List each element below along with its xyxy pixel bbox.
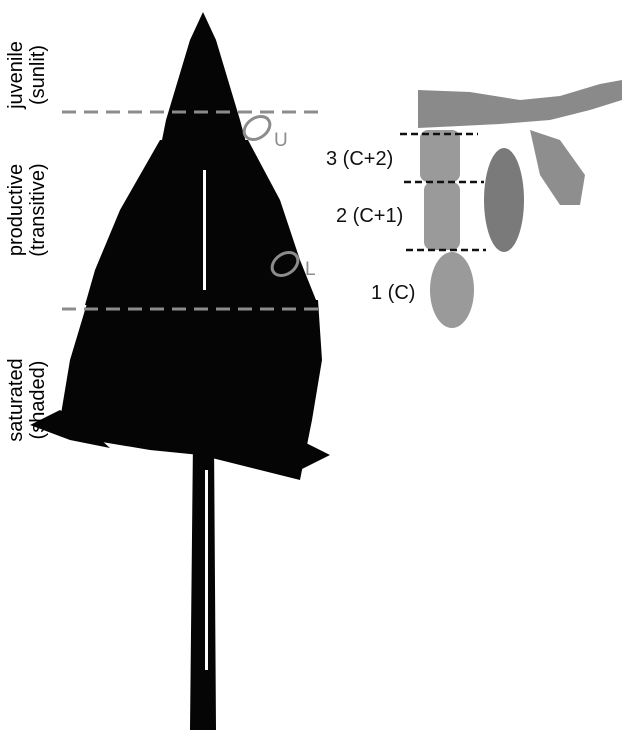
segment-label-2: 2 (C+1)	[336, 205, 403, 228]
zone-label-saturated: saturated (shaded)	[5, 345, 55, 455]
zone-label-juvenile: juvenile (sunlit)	[5, 30, 55, 120]
marker-label-u: U	[274, 130, 288, 152]
segment-label-3: 3 (C+2)	[326, 148, 393, 171]
tree-crown-top	[160, 12, 248, 150]
branch-twig	[418, 80, 622, 128]
branch-detail	[418, 80, 622, 328]
tree-crown-middle	[85, 140, 318, 305]
shoot-segment-2	[424, 182, 460, 250]
tree-crown-lower	[60, 300, 322, 480]
side-shoot	[530, 130, 585, 205]
zone-productive-line1: productive	[5, 143, 27, 277]
spruce-tree-silhouette	[30, 12, 330, 730]
cone	[484, 148, 524, 252]
segment-label-1: 1 (C)	[371, 282, 415, 305]
zone-juvenile-line1: juvenile	[5, 30, 27, 120]
shoot-segment-1	[430, 252, 474, 328]
zone-saturated-line2: (shaded)	[27, 345, 49, 455]
marker-label-l: L	[305, 259, 316, 281]
zone-productive-line2: (transitive)	[27, 143, 49, 277]
zone-juvenile-line2: (sunlit)	[27, 30, 49, 120]
shoot-segment-3	[420, 130, 460, 182]
zone-saturated-line1: saturated	[5, 345, 27, 455]
zone-label-productive: productive (transitive)	[5, 143, 55, 277]
